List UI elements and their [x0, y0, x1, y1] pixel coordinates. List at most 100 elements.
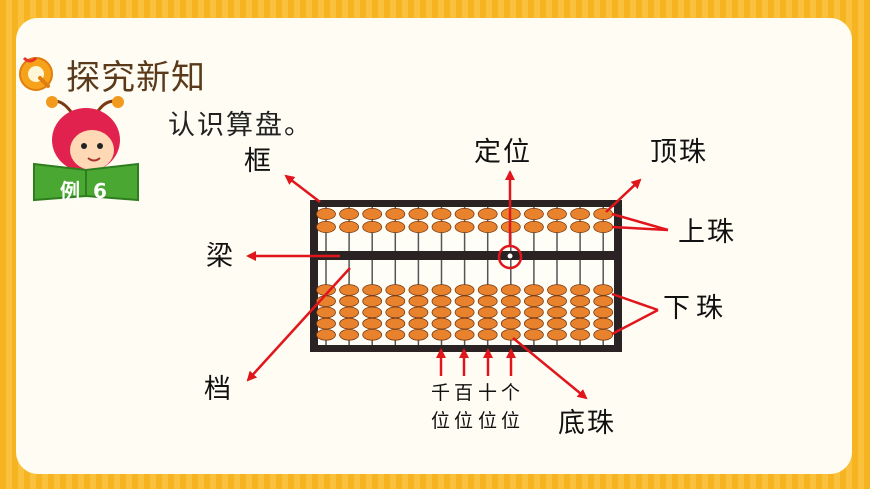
- place-suffix-thousands: 位: [431, 410, 451, 432]
- lower-bead: [524, 284, 544, 296]
- upper-bead: [339, 207, 360, 220]
- lower-bead: [385, 306, 406, 319]
- lower-bead: [454, 317, 475, 330]
- lower-bead: [500, 295, 521, 308]
- lower-bead: [431, 306, 452, 319]
- lower-bead: [431, 295, 452, 308]
- lower-bead: [385, 317, 406, 330]
- question-badge-icon: [19, 56, 53, 91]
- label-lower-beads: 下珠: [663, 293, 729, 324]
- lower-bead: [385, 284, 406, 296]
- lower-bead: [431, 317, 452, 330]
- upper-bead: [547, 207, 567, 220]
- lower-bead: [316, 328, 336, 341]
- example-label: 例 6: [60, 179, 110, 203]
- lower-bead: [385, 295, 406, 308]
- lower-bead: [362, 328, 383, 341]
- lower-bead: [593, 317, 614, 330]
- lower-bead: [500, 284, 521, 296]
- upper-bead: [385, 220, 406, 233]
- lower-bead: [547, 317, 567, 330]
- lower-bead: [547, 306, 567, 319]
- upper-bead: [431, 220, 452, 233]
- label-positioning-dot: 定位: [474, 137, 532, 168]
- lower-bead: [454, 328, 475, 341]
- label-upper-beads: 上珠: [678, 217, 736, 248]
- lower-bead: [593, 284, 614, 296]
- place-suffix-tens: 位: [478, 410, 498, 432]
- place-ones: 个: [501, 382, 521, 404]
- lower-bead: [593, 295, 614, 308]
- intro-text: 认识算盘。: [168, 110, 313, 141]
- upper-bead: [570, 220, 590, 233]
- line-lower-bead-2: [611, 308, 659, 336]
- lower-bead: [362, 284, 383, 296]
- upper-bead: [454, 220, 475, 233]
- lower-bead: [570, 295, 590, 308]
- lower-bead: [570, 328, 590, 341]
- lower-bead: [547, 328, 567, 341]
- lower-bead: [454, 295, 475, 308]
- upper-bead: [477, 220, 498, 233]
- line-upper-bead-2: [611, 225, 669, 232]
- lower-bead: [570, 317, 590, 330]
- place-thousands: 千: [431, 382, 451, 404]
- upper-bead: [362, 207, 383, 220]
- lower-bead: [477, 306, 498, 319]
- upper-bead: [524, 207, 544, 220]
- place-tens: 十: [478, 382, 498, 404]
- lower-bead: [524, 317, 544, 330]
- lower-bead: [454, 284, 475, 296]
- lower-bead: [593, 306, 614, 319]
- label-top-bead: 顶珠: [650, 137, 708, 168]
- lower-bead: [339, 317, 360, 330]
- lower-bead: [524, 295, 544, 308]
- place-suffix-hundreds: 位: [454, 410, 474, 432]
- arrow-rod: [246, 267, 351, 382]
- lower-bead: [524, 306, 544, 319]
- lower-bead: [408, 295, 429, 308]
- lower-bead: [408, 317, 429, 330]
- lower-bead: [477, 317, 498, 330]
- upper-bead: [385, 207, 406, 220]
- lower-bead: [570, 284, 590, 296]
- lower-bead: [408, 284, 429, 296]
- lower-bead: [547, 295, 567, 308]
- lower-bead: [524, 328, 544, 341]
- upper-bead: [316, 207, 336, 220]
- abacus-beam: [318, 251, 614, 260]
- section-title: 探究新知: [66, 58, 206, 98]
- lower-bead: [339, 328, 360, 341]
- lower-bead: [362, 295, 383, 308]
- upper-bead: [524, 220, 544, 233]
- line-lower-bead-1: [611, 292, 659, 312]
- upper-bead: [547, 220, 567, 233]
- upper-bead: [362, 220, 383, 233]
- upper-bead: [593, 220, 614, 233]
- lower-bead: [408, 306, 429, 319]
- upper-bead: [454, 207, 475, 220]
- upper-bead: [570, 207, 590, 220]
- label-beam: 梁: [206, 241, 233, 272]
- line-upper-bead-1: [611, 212, 669, 232]
- arrow-frame: [284, 174, 321, 203]
- lower-bead: [500, 317, 521, 330]
- lower-bead: [547, 284, 567, 296]
- lower-bead: [500, 306, 521, 319]
- lower-bead: [316, 306, 336, 319]
- label-frame: 框: [244, 146, 271, 177]
- label-bottom-bead: 底珠: [558, 408, 616, 439]
- lower-bead: [385, 328, 406, 341]
- arrow-bottom-bead: [512, 337, 588, 400]
- lower-bead: [339, 284, 360, 296]
- lower-bead: [408, 328, 429, 341]
- lower-bead: [477, 284, 498, 296]
- lower-bead: [339, 306, 360, 319]
- lower-bead: [339, 295, 360, 308]
- arrow-top-bead: [605, 178, 642, 213]
- lower-bead: [316, 317, 336, 330]
- positioning-dot: [507, 253, 513, 259]
- upper-bead: [408, 207, 429, 220]
- ant-mascot-icon: [33, 96, 139, 202]
- label-rod: 档: [204, 374, 231, 405]
